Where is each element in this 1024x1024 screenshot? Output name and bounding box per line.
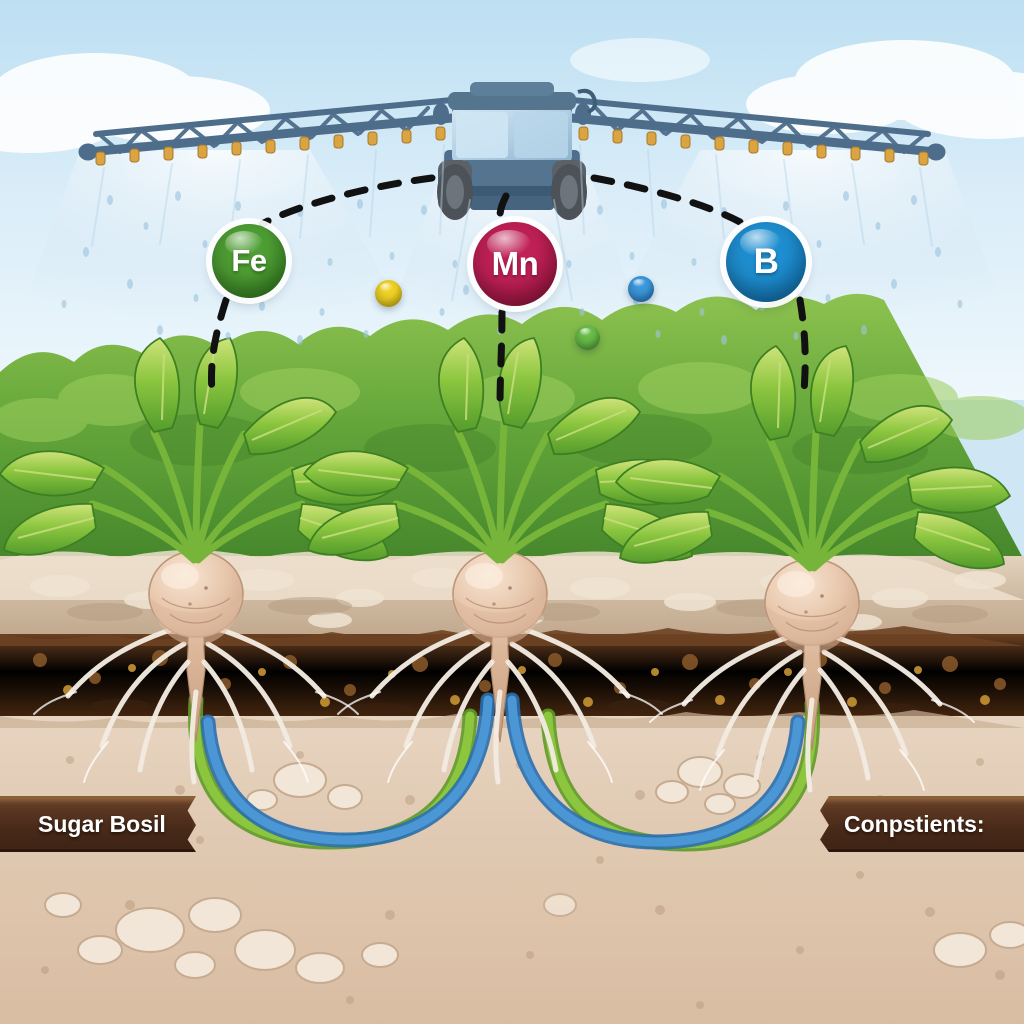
wheel-left bbox=[437, 160, 473, 220]
nutrient-symbol-b: B bbox=[753, 242, 779, 281]
connector-sprayer-to-mn bbox=[496, 192, 510, 220]
connector-sprayer-to-fe bbox=[258, 174, 436, 228]
nutrient-symbol-fe: Fe bbox=[231, 243, 267, 278]
banner-left: Sugar Bosil bbox=[0, 796, 196, 852]
nutrient-bubble-mn[interactable]: Mn bbox=[473, 222, 557, 306]
mini-bubble-green bbox=[575, 325, 600, 350]
nozzle-group bbox=[95, 126, 929, 166]
nutrient-symbol-mn: Mn bbox=[491, 245, 539, 282]
connector-mn-to-plant bbox=[496, 308, 506, 410]
sprayer-chassis bbox=[433, 82, 598, 220]
connector-b-to-plant bbox=[796, 296, 809, 396]
nutrient-bubble-fe[interactable]: Fe bbox=[212, 224, 286, 298]
spray-streaks bbox=[91, 144, 933, 301]
boom-left bbox=[78, 97, 457, 161]
mini-bubble-blue bbox=[628, 276, 654, 302]
boom-right bbox=[567, 97, 946, 161]
banner-right: Conpstients: bbox=[820, 796, 1024, 852]
hedgerow-highlights bbox=[0, 362, 1024, 442]
connector-sprayer-to-b bbox=[590, 174, 744, 226]
nutrient-bubble-b[interactable]: B bbox=[726, 222, 806, 302]
arc-blue bbox=[200, 692, 806, 850]
soil-subsoil bbox=[0, 716, 1024, 1024]
connector-fe-to-plant bbox=[208, 296, 230, 396]
banner-right-label: Conpstients: bbox=[844, 810, 985, 837]
wheel-right bbox=[551, 160, 587, 220]
subsoil-stones bbox=[44, 756, 1024, 984]
banner-left-label: Sugar Bosil bbox=[38, 810, 166, 837]
mini-bubble-yellow bbox=[375, 280, 402, 307]
